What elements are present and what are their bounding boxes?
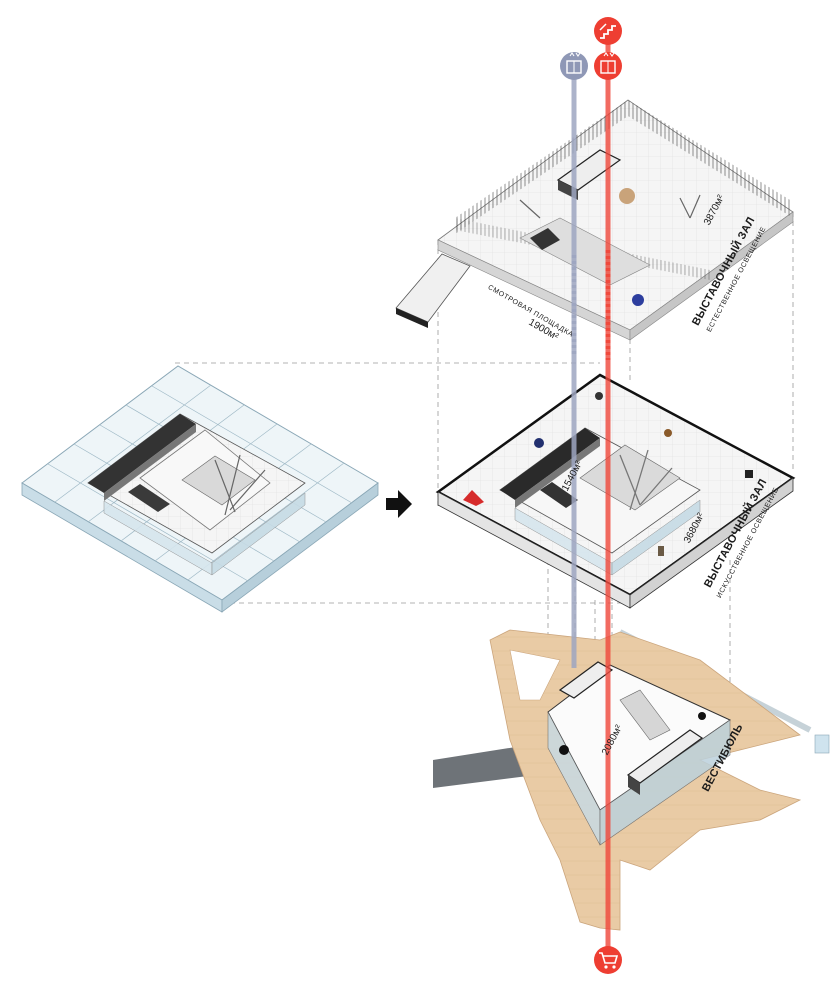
shopping-cart-icon [594,946,622,974]
circulation-lines [571,44,611,948]
lobby-level-model [433,629,830,931]
stairs-icon [594,17,622,45]
middle-level-model [435,373,796,609]
arrow-right-icon [386,490,412,518]
roof-level-model [395,99,794,341]
existing-building-model [21,365,379,613]
elevator-icon [594,52,622,80]
elevator-icon [560,52,588,80]
